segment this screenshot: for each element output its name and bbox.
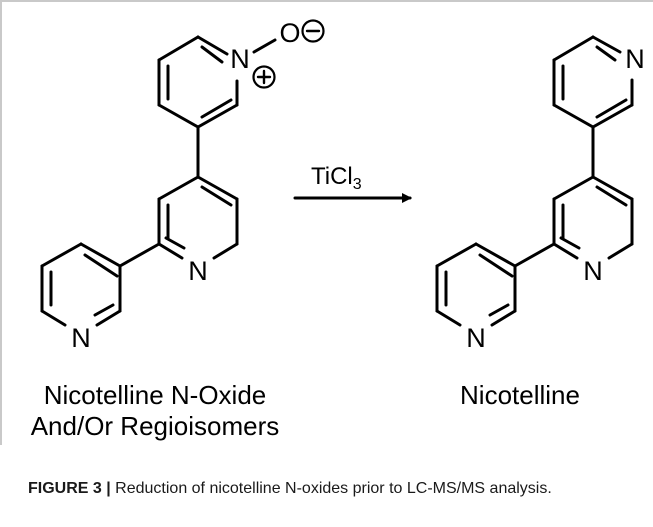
product-top-nitrogen: N <box>625 44 645 74</box>
reactant-ring-link-2 <box>118 242 161 268</box>
reactant-top-ring <box>157 35 277 129</box>
reactant-n-oxide-nitrogen: N <box>230 44 250 74</box>
reactant-name-line-1: Nicotelline N-Oxide <box>43 380 267 410</box>
reactant-bottom-nitrogen: N <box>71 323 91 353</box>
reagent-name: TiCl <box>311 163 353 190</box>
product-bottom-ring <box>435 242 517 327</box>
left-border <box>0 0 2 445</box>
caption-label: FIGURE 3 | <box>28 480 111 497</box>
product-structure: N N N <box>435 35 645 353</box>
product-name: Nicotelline <box>460 380 580 410</box>
reagent-label: TiCl3 <box>311 163 362 193</box>
product-middle-ring <box>552 175 634 260</box>
product-middle-nitrogen: N <box>583 256 603 286</box>
caption-text: Reduction of nicotelline N-oxides prior … <box>110 480 552 497</box>
reactant-structure: N O N N <box>40 18 325 353</box>
product-top-ring <box>552 35 634 129</box>
reactant-middle-ring <box>157 175 239 260</box>
product-ring-link-2 <box>513 242 556 268</box>
reaction-scheme: N O N N <box>40 18 645 353</box>
figure-caption: FIGURE 3 | Reduction of nicotelline N-ox… <box>28 477 628 500</box>
product-bottom-nitrogen: N <box>466 323 486 353</box>
scheme-figure: N O N N <box>0 0 653 445</box>
top-border <box>0 0 653 2</box>
negative-charge-icon <box>301 19 325 43</box>
reactant-bottom-ring <box>40 242 122 327</box>
positive-charge-icon <box>252 65 276 89</box>
reactant-name-line-2: And/Or Regioisomers <box>30 411 280 441</box>
reagent-subscript: 3 <box>352 176 362 193</box>
reactant-middle-nitrogen: N <box>188 256 208 286</box>
reactant-oxygen: O <box>279 18 300 48</box>
